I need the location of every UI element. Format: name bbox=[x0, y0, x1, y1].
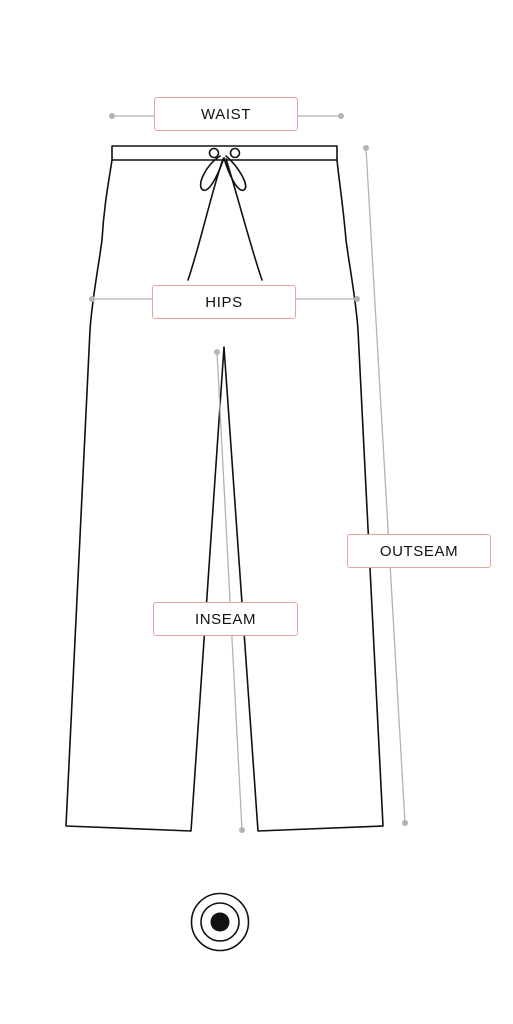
outseam-top-dot bbox=[363, 145, 369, 151]
inseam-top-dot bbox=[214, 349, 220, 355]
outseam-label: OUTSEAM bbox=[347, 534, 491, 568]
pants-outline bbox=[65, 145, 384, 832]
waist-left-dot bbox=[109, 113, 115, 119]
waist-label: WAIST bbox=[154, 97, 298, 131]
waist-right-dot bbox=[338, 113, 344, 119]
inseam-measure-line bbox=[216, 351, 243, 831]
hips-right-dot bbox=[354, 296, 360, 302]
outseam-bottom-dot bbox=[402, 820, 408, 826]
inseam-bottom-dot bbox=[239, 827, 245, 833]
target-icon[interactable] bbox=[190, 892, 250, 952]
waist-label-text: WAIST bbox=[201, 105, 251, 123]
measurement-lines bbox=[89, 113, 408, 833]
hips-label-text: HIPS bbox=[205, 293, 243, 311]
outseam-label-text: OUTSEAM bbox=[379, 542, 459, 560]
pants-body bbox=[65, 159, 384, 832]
inseam-label-text: INSEAM bbox=[194, 610, 257, 628]
hips-left-dot bbox=[89, 296, 95, 302]
outseam-measure-line bbox=[365, 147, 406, 824]
drawstring bbox=[187, 147, 263, 281]
hips-label: HIPS bbox=[152, 285, 296, 319]
inseam-label: INSEAM bbox=[153, 602, 298, 636]
